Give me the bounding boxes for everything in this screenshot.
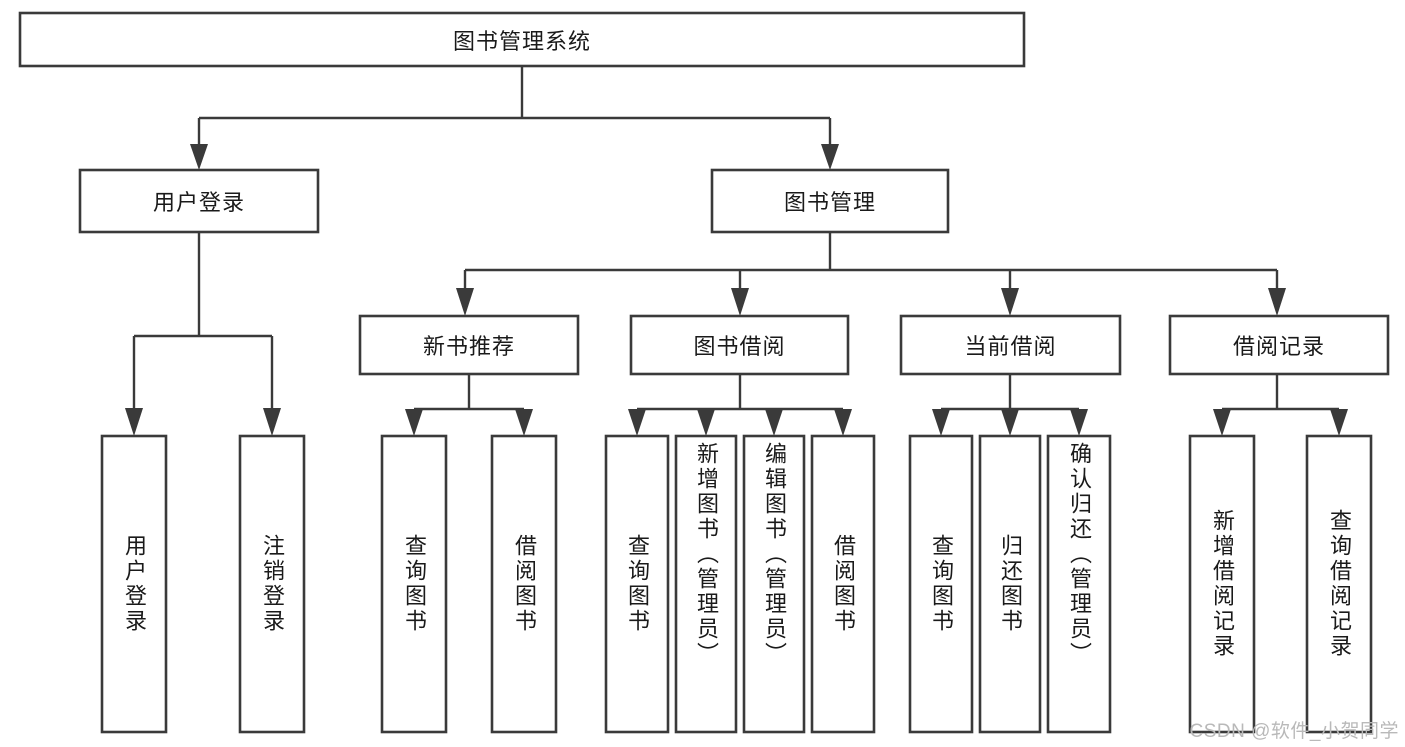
arrow-bb-c2 <box>697 409 715 436</box>
node-leaf-add-book[interactable] <box>674 434 738 734</box>
node-borrow-record[interactable] <box>1168 314 1390 376</box>
node-leaf-borrow-book-1[interactable] <box>490 434 558 734</box>
arrow-bm-to-borrow-record <box>1268 288 1286 316</box>
arrow-br-c1 <box>1213 409 1231 436</box>
arrow-cb-c3 <box>1070 409 1088 436</box>
arrow-br-c2 <box>1330 409 1348 436</box>
arrow-bb-c1 <box>628 409 646 436</box>
arrow-bm-to-book-borrow <box>731 288 749 316</box>
node-root[interactable] <box>18 11 1026 68</box>
node-leaf-confirm-return[interactable] <box>1046 434 1112 734</box>
node-new-book-recommend[interactable] <box>358 314 580 376</box>
arrow-user-login-left <box>125 408 143 436</box>
arrow-bm-to-current-borrow <box>1001 288 1019 316</box>
arrow-cb-c2 <box>1001 409 1019 436</box>
node-leaf-query-book-1[interactable] <box>380 434 448 734</box>
connector-layer <box>125 66 1348 436</box>
arrow-bb-c4 <box>834 409 852 436</box>
node-book-manage[interactable] <box>710 168 950 234</box>
arrow-user-login-right <box>263 408 281 436</box>
node-leaf-borrow-book-2[interactable] <box>810 434 876 734</box>
node-leaf-user-login[interactable] <box>100 434 168 734</box>
node-layer <box>18 11 1390 734</box>
csdn-watermark: CSDN @软件_小贺同学 <box>1189 721 1399 742</box>
arrow-cb-c1 <box>932 409 950 436</box>
node-leaf-query-book-3[interactable] <box>908 434 974 734</box>
arrow-bm-to-new-book <box>456 288 474 316</box>
node-leaf-query-book-2[interactable] <box>604 434 670 734</box>
node-leaf-edit-book[interactable] <box>742 434 806 734</box>
node-current-borrow[interactable] <box>899 314 1122 376</box>
arrow-bb-c3 <box>765 409 783 436</box>
node-leaf-query-record[interactable] <box>1305 434 1373 734</box>
node-leaf-logout-login[interactable] <box>238 434 306 734</box>
node-book-borrow[interactable] <box>629 314 850 376</box>
arrow-new-book-c1 <box>405 409 423 436</box>
arrow-new-book-c2 <box>515 409 533 436</box>
arrow-root-to-user-login <box>190 144 208 170</box>
node-user-login[interactable] <box>78 168 320 234</box>
node-leaf-add-record[interactable] <box>1188 434 1256 734</box>
node-leaf-return-book[interactable] <box>978 434 1042 734</box>
arrow-root-to-book-manage <box>821 144 839 170</box>
